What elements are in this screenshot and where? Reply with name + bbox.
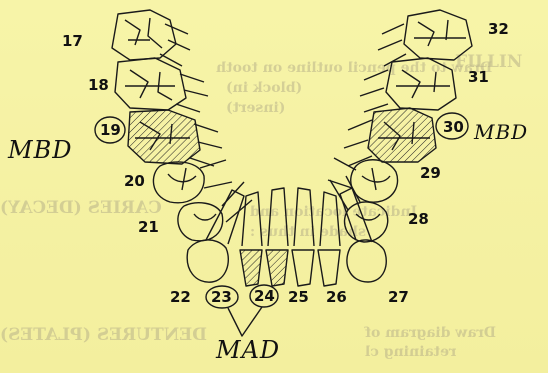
left-surface-annotation: MBD [8, 136, 72, 164]
tooth-21 [178, 182, 252, 241]
right-surface-annotation: MBD [474, 120, 528, 144]
tooth-number-23: 23 [211, 288, 232, 306]
tooth-number-27: 27 [388, 288, 409, 306]
tooth-18 [115, 58, 208, 112]
tooth-number-25: 25 [288, 288, 309, 306]
tooth-number-20: 20 [124, 172, 145, 190]
tooth-20 [153, 160, 232, 203]
tooth-30 [344, 108, 436, 166]
tooth-number-18: 18 [88, 76, 109, 94]
tooth-number-28: 28 [408, 210, 429, 228]
tooth-number-26: 26 [326, 288, 347, 306]
tooth-29 [328, 158, 398, 202]
tooth-number-32: 32 [488, 20, 509, 38]
tooth-number-30: 30 [443, 118, 464, 136]
tooth-26 [318, 192, 340, 286]
tooth-number-24: 24 [254, 287, 275, 305]
tooth-17 [112, 10, 190, 66]
tooth-19 [128, 110, 222, 166]
tooth-24 [266, 188, 288, 286]
tooth-number-31: 31 [468, 68, 489, 86]
pointer-mad [228, 307, 262, 336]
tooth-32 [378, 10, 472, 66]
tooth-number-17: 17 [62, 32, 83, 50]
tooth-25 [292, 188, 314, 286]
bottom-surface-annotation: MAD [216, 336, 280, 364]
tooth-number-19: 19 [100, 121, 121, 139]
tooth-31 [360, 58, 456, 112]
tooth-number-29: 29 [420, 164, 441, 182]
tooth-23 [240, 192, 262, 286]
tooth-number-22: 22 [170, 288, 191, 306]
tooth-number-21: 21 [138, 218, 159, 236]
